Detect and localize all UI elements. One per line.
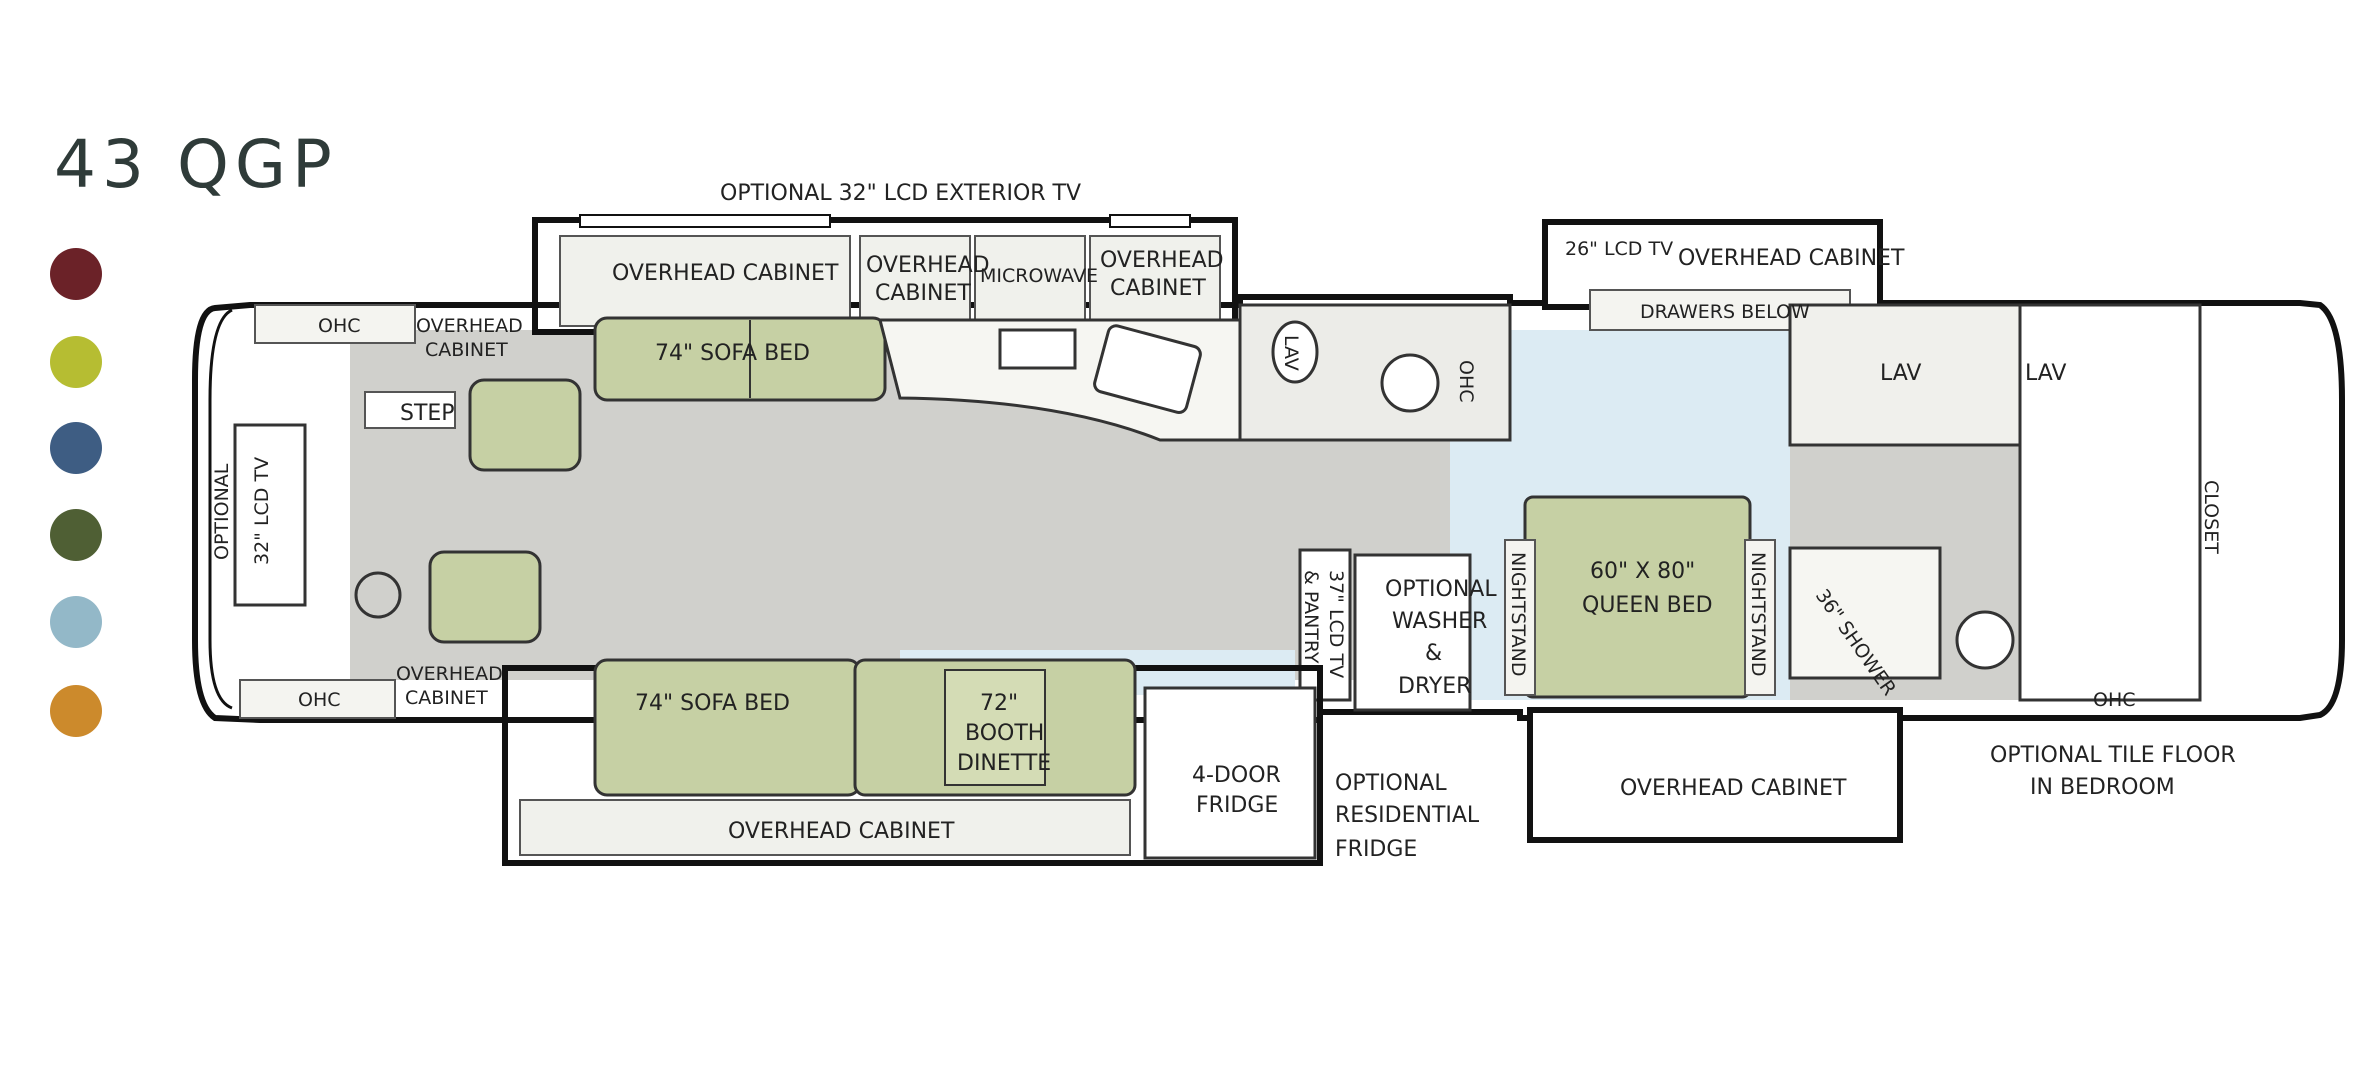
toilet-rear bbox=[1955, 610, 2015, 670]
pantry bbox=[1298, 548, 1352, 702]
label-res-1: OPTIONAL bbox=[1335, 771, 1447, 796]
label-ext-tv: OPTIONAL 32" LCD EXTERIOR TV bbox=[720, 181, 1081, 206]
label-tile-1: OPTIONAL TILE FLOOR bbox=[1990, 743, 2236, 768]
label-washer-2: WASHER bbox=[1392, 609, 1487, 634]
sofa-bed-top bbox=[593, 316, 887, 402]
label-drawers-below: DRAWERS BELOW bbox=[1640, 301, 1810, 323]
label-ohc-bottom: OHC bbox=[298, 689, 341, 711]
label-lav-1: LAV bbox=[1880, 361, 1921, 386]
ohc-front-top bbox=[254, 304, 416, 344]
ohc-front-bottom bbox=[239, 679, 396, 719]
label-tile-2: IN BEDROOM bbox=[2030, 775, 2175, 800]
label-nightstand-right: NIGHTSTAND bbox=[1747, 552, 1769, 676]
label-lcd-26: 26" LCD TV bbox=[1565, 238, 1673, 260]
ext-tv-bar bbox=[579, 214, 831, 228]
coach-outline bbox=[192, 294, 2345, 723]
dinette-table bbox=[944, 669, 1046, 786]
fridge bbox=[1143, 686, 1317, 860]
label-dash-tv: 32" LCD TV bbox=[251, 457, 273, 565]
passenger-seat bbox=[468, 378, 582, 472]
sofa-bed-bottom bbox=[593, 658, 862, 797]
steering-wheel bbox=[354, 571, 402, 619]
label-booth-3: DINETTE bbox=[957, 751, 1051, 776]
label-microwave: MICROWAVE bbox=[980, 265, 1098, 287]
nightstand-left bbox=[1504, 539, 1536, 696]
overhead-cabinet-bottom bbox=[519, 799, 1131, 856]
bedroom-slide-bottom bbox=[1527, 707, 1903, 843]
label-fridge-2: FRIDGE bbox=[1196, 793, 1278, 818]
label-overhead-front-b: CABINET bbox=[425, 339, 508, 361]
cooktop bbox=[998, 328, 1077, 370]
label-fridge-1: 4-DOOR bbox=[1192, 763, 1281, 788]
label-sofa-bottom: 74" SOFA BED bbox=[635, 691, 790, 716]
color-swatch-1[interactable] bbox=[50, 248, 102, 300]
label-overhead-cabinet-bottom: OVERHEAD CABINET bbox=[728, 819, 955, 844]
label-overhead-cabinet-bedroom: OVERHEAD CABINET bbox=[1620, 776, 1847, 801]
label-closet: CLOSET bbox=[2200, 480, 2222, 554]
label-overhead-cabinet-top: OVERHEAD CABINET bbox=[612, 261, 839, 286]
dash-tv bbox=[233, 423, 307, 607]
label-res-2: RESIDENTIAL bbox=[1335, 803, 1480, 828]
rear-bath-tub bbox=[1788, 546, 1942, 680]
label-overhead-top3-b: CABINET bbox=[1110, 276, 1206, 301]
color-swatch-4[interactable] bbox=[50, 509, 102, 561]
label-overhead-top3-a: OVERHEAD bbox=[1100, 248, 1224, 273]
overhead-cabinet-top-2 bbox=[859, 235, 971, 327]
label-ohc-half-bath: OHC bbox=[1455, 360, 1477, 403]
label-dash-optional: OPTIONAL bbox=[211, 463, 233, 560]
label-queen-bed: QUEEN BED bbox=[1582, 593, 1713, 618]
label-bed-size: 60" X 80" bbox=[1590, 559, 1695, 584]
label-washer-4: DRYER bbox=[1398, 674, 1471, 699]
label-res-3: FRIDGE bbox=[1335, 837, 1417, 862]
window-top bbox=[1109, 214, 1191, 228]
label-pantry: & PANTRY bbox=[1300, 570, 1322, 664]
color-swatch-3[interactable] bbox=[50, 422, 102, 474]
microwave bbox=[974, 235, 1086, 327]
sink bbox=[1093, 324, 1202, 414]
label-overhead-front-a: OVERHEAD bbox=[416, 315, 523, 337]
color-swatch-2[interactable] bbox=[50, 336, 102, 388]
label-washer-1: OPTIONAL bbox=[1385, 577, 1497, 602]
label-overhead-bottom-front-b: CABINET bbox=[405, 687, 488, 709]
color-swatch-6[interactable] bbox=[50, 685, 102, 737]
label-overhead-top2-a: OVERHEAD bbox=[866, 253, 990, 278]
label-lcd-37: 37" LCD TV bbox=[1325, 570, 1347, 678]
label-booth-1: 72" bbox=[980, 691, 1018, 716]
label-booth-2: BOOTH bbox=[965, 721, 1044, 746]
label-lav-2: LAV bbox=[2025, 361, 2066, 386]
label-nightstand-left: NIGHTSTAND bbox=[1507, 552, 1529, 676]
nightstand-right bbox=[1744, 539, 1776, 696]
label-sofa-top: 74" SOFA BED bbox=[655, 341, 810, 366]
label-ohc-rear: OHC bbox=[2093, 689, 2136, 711]
label-lav-half: LAV bbox=[1280, 335, 1302, 371]
closet bbox=[2018, 303, 2202, 702]
label-washer-3: & bbox=[1425, 641, 1442, 666]
step bbox=[364, 391, 456, 429]
model-title: 43 QGP bbox=[54, 126, 338, 203]
color-swatch-5[interactable] bbox=[50, 596, 102, 648]
toilet-half-bath bbox=[1380, 353, 1440, 413]
label-overhead-cabinet-bedroom-top: OVERHEAD CABINET bbox=[1678, 246, 1905, 271]
label-ohc-front: OHC bbox=[318, 315, 361, 337]
windshield bbox=[208, 308, 233, 710]
washer-dryer bbox=[1353, 553, 1472, 712]
driver-seat bbox=[428, 550, 542, 644]
rear-bath-vanity bbox=[1788, 303, 2022, 447]
lav-half-bath bbox=[1271, 320, 1319, 384]
label-overhead-top2-b: CABINET bbox=[875, 281, 971, 306]
label-step: STEP bbox=[400, 401, 455, 426]
overhead-cabinet-top bbox=[559, 235, 851, 327]
label-overhead-bottom-front-a: OVERHEAD bbox=[396, 663, 503, 685]
